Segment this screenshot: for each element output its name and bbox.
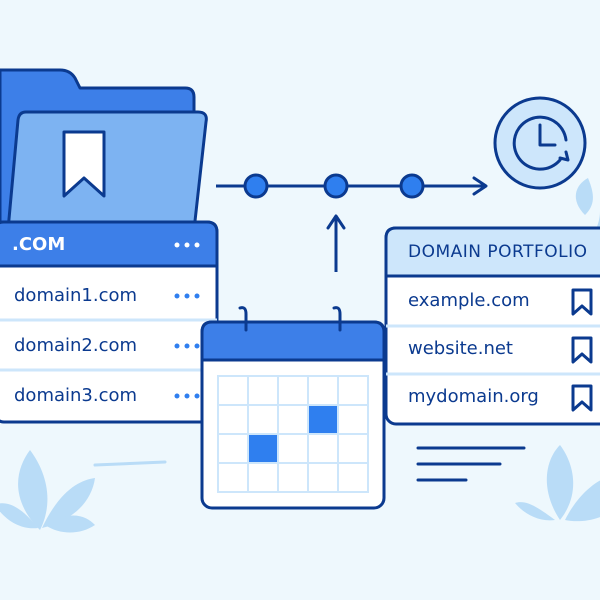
calendar-cell <box>307 462 339 493</box>
portfolio-item[interactable]: mydomain.org <box>408 386 539 407</box>
domain-list-item[interactable]: domain3.com <box>14 385 138 406</box>
calendar-icon <box>200 306 386 510</box>
text-placeholder-lines <box>416 446 526 482</box>
more-dots-icon <box>174 242 200 248</box>
calendar-cell <box>217 404 249 435</box>
domain-list-item[interactable]: domain2.com <box>14 335 138 356</box>
domain-list-header: .COM <box>12 234 66 255</box>
calendar-cell <box>337 404 369 435</box>
arrow-right-icon <box>472 176 488 196</box>
domain-list-card <box>0 220 219 424</box>
plant-leaf-icon <box>0 178 600 533</box>
calendar-cell <box>277 462 309 493</box>
calendar-cell-highlighted <box>247 433 279 464</box>
portfolio-item[interactable]: example.com <box>408 290 530 311</box>
bookmark-icon <box>62 130 106 198</box>
calendar-cell <box>337 433 369 464</box>
arrow-up-icon <box>326 214 346 230</box>
calendar-cell <box>307 433 339 464</box>
calendar-grid <box>217 375 369 493</box>
more-dots-icon <box>174 393 200 399</box>
calendar-cell <box>277 375 309 406</box>
calendar-cell <box>307 375 339 406</box>
calendar-cell <box>217 462 249 493</box>
timeline-node <box>243 173 269 199</box>
calendar-cell <box>247 404 279 435</box>
timeline-node <box>399 173 425 199</box>
domain-list-item[interactable]: domain1.com <box>14 285 138 306</box>
calendar-cell <box>337 375 369 406</box>
plant-leaf-icon <box>515 445 600 522</box>
bookmark-icon <box>571 288 593 316</box>
portfolio-card <box>384 226 600 426</box>
bookmark-icon <box>571 336 593 364</box>
calendar-cell <box>217 375 249 406</box>
calendar-cell <box>247 462 279 493</box>
folder-icon <box>0 68 208 232</box>
bookmark-icon <box>571 384 593 412</box>
portfolio-item[interactable]: website.net <box>408 338 513 359</box>
calendar-cell <box>277 404 309 435</box>
timeline <box>216 173 488 272</box>
portfolio-title: DOMAIN PORTFOLIO <box>408 242 588 262</box>
clock-icon <box>493 96 587 190</box>
calendar-cell <box>247 375 279 406</box>
more-dots-icon <box>174 343 200 349</box>
calendar-cell <box>217 433 249 464</box>
calendar-cell <box>277 433 309 464</box>
more-dots-icon <box>174 293 200 299</box>
calendar-cell-highlighted <box>307 404 339 435</box>
timeline-node <box>323 173 349 199</box>
ground-line <box>93 460 167 467</box>
calendar-cell <box>337 462 369 493</box>
